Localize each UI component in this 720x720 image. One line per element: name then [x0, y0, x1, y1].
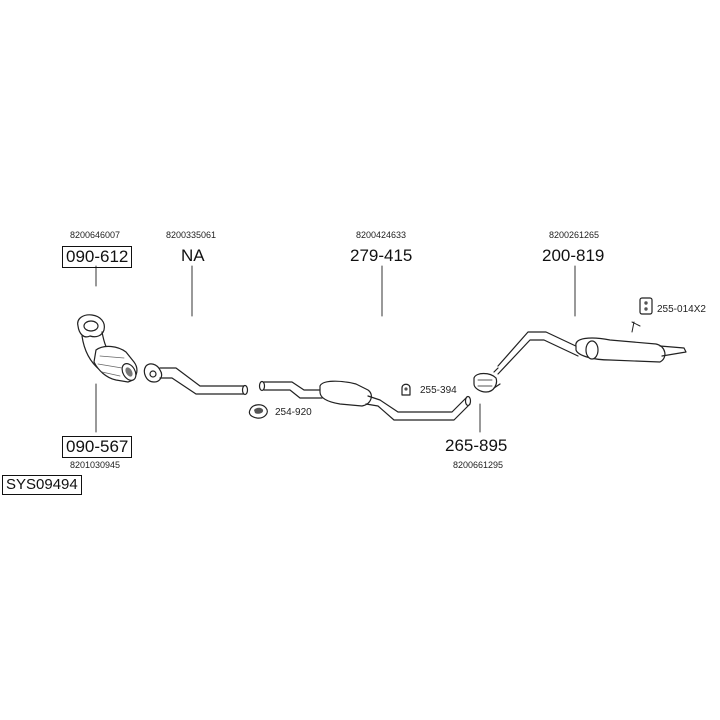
middle-silencer-pipe [258, 380, 472, 421]
part-number-label: 090-612 [62, 246, 133, 268]
clamp-254-920 [248, 404, 268, 419]
part-number-label: 279-415 [350, 246, 413, 265]
connector-265-895 [473, 367, 501, 393]
part-number-label: NA [181, 246, 205, 265]
rubber-mount-255-394 [401, 383, 411, 396]
oem-number-label: 8200424633 [356, 230, 407, 240]
leader-lines [95, 265, 576, 433]
manifold-flange [77, 314, 113, 371]
front-pipe [143, 363, 249, 396]
fitting-label: 255-014X2 [657, 304, 706, 315]
fitting-label: 255-394 [420, 385, 457, 396]
oem-number-label: 8200335061 [166, 230, 217, 240]
fitting-label: 254-920 [275, 407, 312, 418]
part-number-label: 090-567 [62, 436, 133, 458]
rubber-mount-255-014x2 [639, 297, 653, 315]
oem-number-label: 8200661295 [453, 460, 504, 470]
catalytic-converter [93, 345, 138, 383]
part-number-label: 200-819 [542, 246, 605, 265]
oem-number-label: 8200261265 [549, 230, 600, 240]
oem-number-label: 8200646007 [70, 230, 121, 240]
diagram-id-label: SYS09494 [2, 475, 82, 495]
oem-number-label: 8201030945 [70, 460, 121, 470]
part-number-label: 265-895 [445, 436, 508, 455]
rear-silencer [497, 321, 687, 375]
